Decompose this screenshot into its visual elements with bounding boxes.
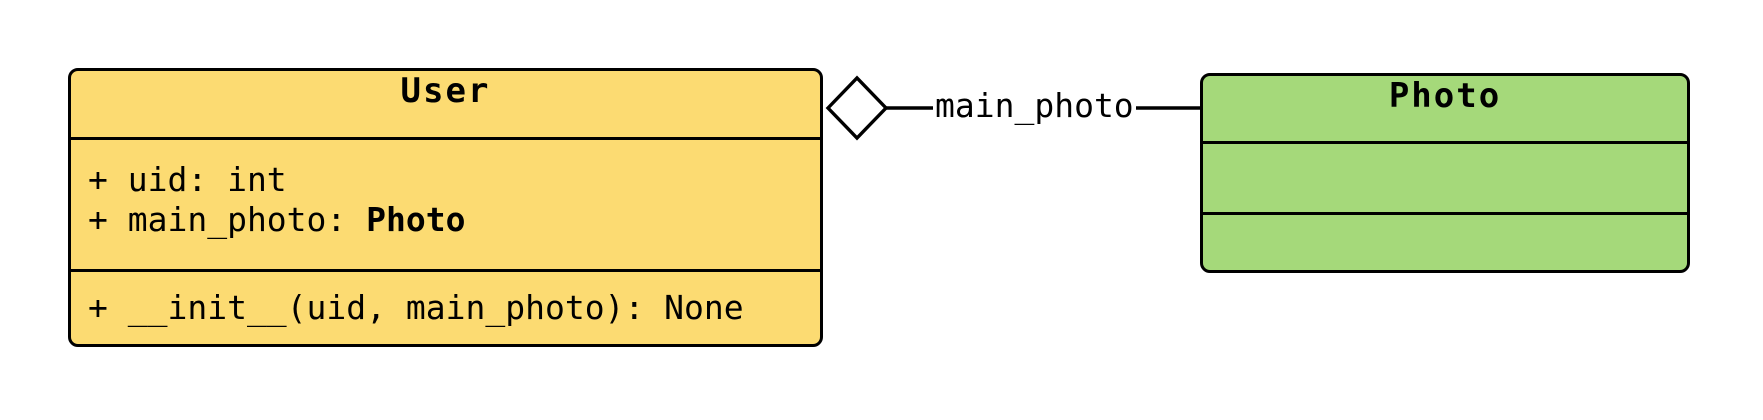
user-attributes-compartment: + uid: int + main_photo: Photo [71,137,820,269]
photo-title-compartment: Photo [1203,76,1687,141]
photo-attributes-compartment [1203,141,1687,212]
user-title-compartment: User [71,71,820,137]
class-title-user: User [400,71,491,111]
attribute-main-photo-type: Photo [366,200,466,239]
method-line-init: + __init__(uid, main_photo): None [88,288,744,327]
class-title-photo: Photo [1388,76,1502,116]
attribute-line-main-photo: + main_photo: Photo [88,200,810,240]
attribute-main-photo-prefix: + main_photo: [88,200,367,239]
user-methods-compartment: + __init__(uid, main_photo): None [71,269,820,344]
aggregation-diamond-icon [825,75,889,141]
photo-methods-compartment [1203,212,1687,270]
class-box-user: User + uid: int + main_photo: Photo + __… [68,68,823,347]
relation-label: main_photo [933,86,1136,126]
class-box-photo: Photo [1200,73,1690,273]
attribute-line-uid: + uid: int [88,160,287,199]
